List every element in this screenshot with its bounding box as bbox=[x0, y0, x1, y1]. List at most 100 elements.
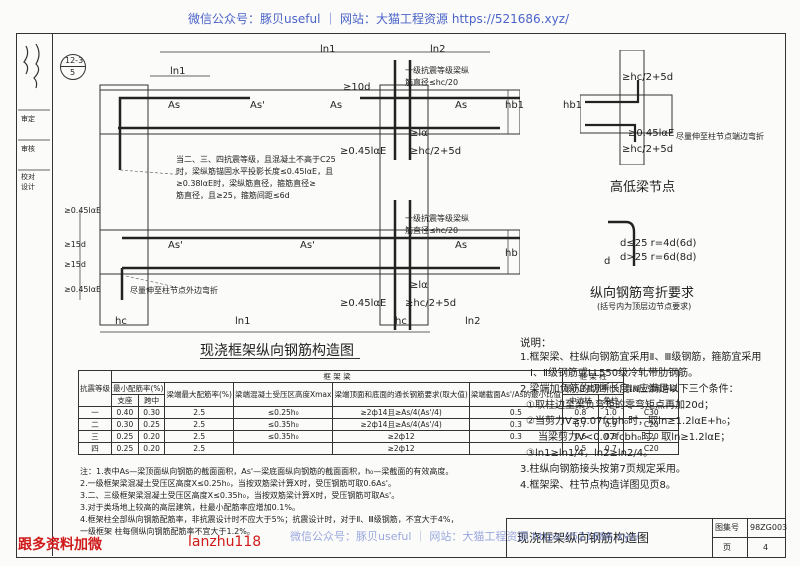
label-as-6: As' bbox=[300, 240, 315, 251]
dim-hc-2: hc bbox=[395, 316, 407, 327]
table-note-line: 4.框架柱全部纵向钢筋配筋率，非抗震设计时不应大于5%；抗震设计时，对于Ⅱ、Ⅲ级… bbox=[80, 515, 459, 524]
cell: C20 bbox=[622, 442, 680, 455]
dim-ln2-top: ln2 bbox=[430, 44, 446, 55]
side-label-2: 审核 bbox=[21, 145, 35, 153]
label-a045-left2: ≥0.45lαE bbox=[64, 285, 102, 294]
atlas-number: 98ZG003 bbox=[750, 523, 788, 532]
side-label-4: 设计 bbox=[21, 183, 35, 191]
label-hc2-5d-bot: ≥hc/2+5d bbox=[405, 298, 457, 309]
watermark-bottom-mid: 微信公众号：豚贝useful ｜ 网站：大猫工程资源 https://52168… bbox=[290, 530, 640, 543]
explanation-line: Ⅰ、Ⅱ级钢筋或LL550级冷轧带肋钢筋。 bbox=[530, 368, 699, 379]
table-note-line: 注：1.表中As—梁顶面纵向钢筋的截面面积，As'—梁底面纵向钢筋的截面面积，h… bbox=[80, 467, 454, 476]
cell: 0.30 bbox=[111, 418, 139, 431]
sheet-ref-circle: 12-3 5 bbox=[60, 54, 86, 80]
explanation: 说明： 1.框架梁、柱纵向钢筋宜采用Ⅱ、Ⅲ级钢筋，箍筋宜采用 Ⅰ、Ⅱ级钢筋或LL… bbox=[520, 336, 775, 494]
table-note-line: 3.二、三级框架梁混凝土受压区高度X≤0.35h₀，当按双筋梁计算X时，受压钢筋… bbox=[80, 491, 400, 500]
cell bbox=[232, 442, 334, 455]
label-la-top: ≥lα bbox=[410, 128, 428, 139]
sheet-ref-divider bbox=[61, 66, 85, 67]
cell: 一 bbox=[78, 406, 112, 419]
note-line-3: ≥0.38lαE时，梁纵筋直径，箍筋直径≥ bbox=[176, 179, 316, 188]
table-note-line: 一级框架 柱每侧纵向钢筋配筋率不宜大于1.2%。 bbox=[80, 527, 255, 536]
col-grade-head: 抗震等级 bbox=[78, 370, 112, 407]
cell: 二 bbox=[78, 418, 112, 431]
label-hb: hb bbox=[505, 248, 518, 259]
signature-strip: 审定 审核 校对 设计 bbox=[18, 40, 50, 191]
spec-table: 抗震等级 框 架 梁 框 架 柱 混凝土强度等级 最小配筋率(%) 梁端最大配筋… bbox=[78, 370, 680, 455]
cell: ≥2ф12 bbox=[332, 442, 470, 455]
explanation-line: ②当剪力V≥0.07fcbh₀时，取ln≥1.2lαE+h₀； bbox=[526, 416, 736, 427]
table-row: 四 0.25 0.20 2.5 ≥2ф12 0.5 0.7 C20 bbox=[78, 442, 680, 455]
label-ge15d-b: ≥15d bbox=[64, 260, 86, 269]
dim-hc-1: hc bbox=[115, 316, 127, 327]
label-la-bot: ≥lα bbox=[410, 280, 428, 291]
joint-mid-dim: ≥hc/2+5d bbox=[622, 144, 674, 155]
bend-line-2: d>25 r=6d(8d) bbox=[620, 252, 697, 263]
explanation-line: ①取柱边至梁负弯矩的零弯矩点再加20d； bbox=[526, 400, 715, 411]
table-note-line: 2.一级框架梁混凝土受压区高度X≤0.25h₀，当按双筋梁计算X时，受压钢筋可取… bbox=[80, 479, 396, 488]
bend-title: 纵向钢筋弯折要求 bbox=[590, 286, 695, 301]
cell: 0.20 bbox=[137, 442, 166, 455]
frame-rebar-drawing bbox=[79, 51, 520, 333]
high-low-beam-joint-drawing bbox=[580, 50, 673, 165]
explanation-line: 2.梁端加负筋的切断长度ln应满足以下三个条件： bbox=[520, 384, 739, 395]
cell: 四 bbox=[78, 442, 112, 455]
asratio-head: 梁端截面As'/As的最小比值 bbox=[468, 382, 563, 407]
cell: 0.7 bbox=[597, 442, 624, 455]
table-notes: 注：1.表中As—梁顶面纵向钢筋的截面面积，As'—梁底面纵向钢筋的截面面积，h… bbox=[80, 466, 510, 538]
xmax-head: 梁端混凝土受压区高度Xmax bbox=[232, 382, 334, 407]
explanation-line: 1.框架梁、柱纵向钢筋宜采用Ⅱ、Ⅲ级钢筋，箍筋宜采用 bbox=[520, 352, 762, 363]
title-block: 现浇框架纵向钢筋构造图 图集号 98ZG003 页 4 bbox=[506, 518, 788, 557]
label-grade1-top2: 筋直径≤hc/20 bbox=[405, 78, 459, 87]
table-note-line: 3.对于类场地上较高的高层建筑，柱最小配筋率应增加0.1%。 bbox=[80, 503, 300, 512]
bend-d-label: d bbox=[604, 256, 611, 267]
atlas-label: 图集号 bbox=[715, 523, 739, 532]
cell: ≥2ф14且≥As/4(As'/4) bbox=[332, 406, 470, 419]
title-block-divider bbox=[712, 519, 713, 557]
joint-hb1: hb1 bbox=[563, 100, 583, 111]
note-line-1: 当二、三、四抗震等级，且混凝土不高于C25 bbox=[176, 155, 336, 164]
drawing-frame bbox=[16, 33, 786, 558]
cell: ≤0.35h₀ bbox=[232, 430, 334, 443]
table-row: 一 0.40 0.30 2.5 ≤0.25h₀ ≥2ф14且≥As/4(As'/… bbox=[78, 406, 680, 419]
label-grade1-bot: 一级抗震等级梁纵 bbox=[405, 214, 469, 223]
side-label-1: 审定 bbox=[21, 115, 35, 123]
cont-head: 梁端顶面和底面的通长钢筋要求(取大值) bbox=[332, 382, 470, 407]
joint-note: 尽量伸至柱节点端边弯折 bbox=[676, 132, 764, 141]
page-label: 页 bbox=[723, 543, 731, 552]
label-hc2-5d-top: ≥hc/2+5d bbox=[410, 146, 462, 157]
joint-title: 高低梁节点 bbox=[610, 180, 676, 195]
label-as-2: As' bbox=[250, 100, 265, 111]
cell: 0.25 bbox=[137, 418, 166, 431]
note-line-4: 筋直径，且≥25，箍筋间距≤6d bbox=[176, 191, 290, 200]
cell: 0.20 bbox=[137, 430, 166, 443]
dim-ln1-left: ln1 bbox=[170, 66, 186, 77]
frame-divider bbox=[52, 33, 54, 556]
label-bent-note: 尽量伸至柱节点外边弯折 bbox=[130, 286, 218, 295]
bend-line-1: d≤25 r=4d(6d) bbox=[620, 238, 697, 249]
signature-scribbles bbox=[18, 43, 50, 171]
min-ratio-head: 最小配筋率(%) bbox=[110, 382, 166, 395]
sub-head-mid: 跨中 bbox=[137, 394, 166, 407]
cell: ≥2ф14且≥As/4(As'/4) bbox=[332, 418, 470, 431]
cell: 0.25 bbox=[111, 430, 139, 443]
side-label-3: 校对 bbox=[21, 173, 35, 181]
joint-top-dim: ≥hc/2+5d bbox=[622, 72, 674, 83]
dim-ln1-bottom: ln1 bbox=[235, 316, 251, 327]
cell bbox=[468, 442, 563, 455]
label-a045-bot: ≥0.45lαE bbox=[340, 298, 387, 309]
label-as-4: As bbox=[455, 100, 468, 111]
cell: 三 bbox=[78, 430, 112, 443]
cell: 0.30 bbox=[137, 406, 166, 419]
cell: 2.5 bbox=[164, 418, 234, 431]
bend-requirement-drawing bbox=[608, 220, 636, 266]
label-as-5: As' bbox=[168, 240, 183, 251]
max-ratio-head: 梁端最大配筋率(%) bbox=[164, 382, 234, 407]
main-drawing-title: 现浇框架纵向钢筋构造图 bbox=[200, 343, 354, 359]
label-grade1-top: 一级抗震等级梁纵 bbox=[405, 66, 469, 75]
explanation-line: ③ln1≥ln1/4，ln2≥ln2/4。 bbox=[526, 448, 654, 459]
label-ge15d: ≥15d bbox=[64, 240, 86, 249]
label-as-3: As bbox=[330, 100, 343, 111]
sub-head-sup: 支座 bbox=[111, 394, 139, 407]
title-underline bbox=[200, 358, 360, 359]
